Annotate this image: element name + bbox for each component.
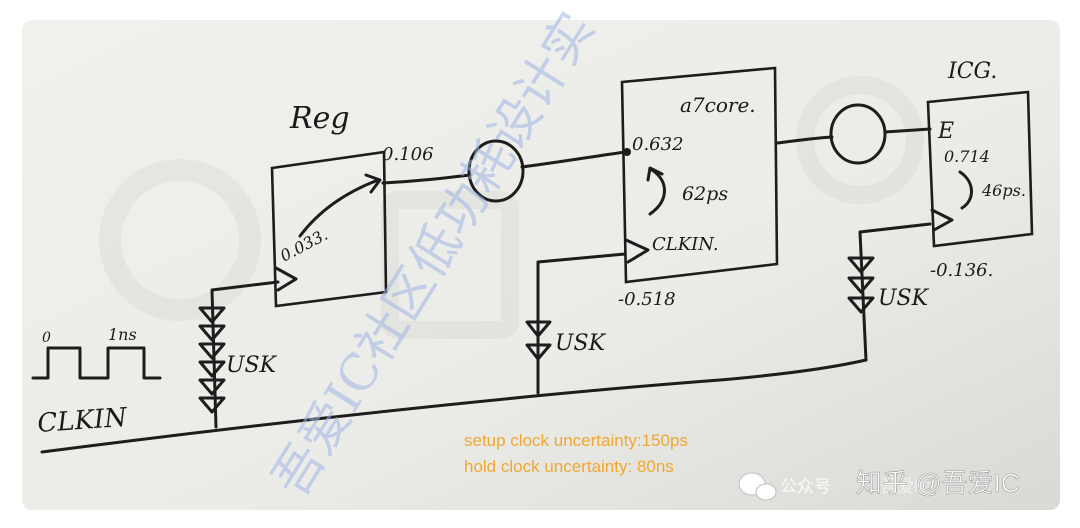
core-clk-pin: CLKIN. <box>652 234 719 255</box>
setup-uncertainty-note: setup clock uncertainty:150ps <box>464 431 688 450</box>
wire-icg-clock <box>858 222 932 362</box>
buffer-circle-1 <box>467 139 525 203</box>
clock-waveform <box>31 346 162 380</box>
waveform-period-label: 1ns <box>108 325 137 344</box>
icg-block <box>926 90 1034 248</box>
buffer-chain-icg <box>847 256 875 314</box>
paper-photo <box>22 20 1060 510</box>
core-arc-delay: 62ps <box>682 183 728 205</box>
icg-title: ICG. <box>947 59 997 84</box>
buffer-chain-reg <box>198 306 226 414</box>
core-input-delay: 0.632 <box>632 134 684 155</box>
reg-output-delay: 0.106 <box>382 144 434 165</box>
account-watermark: 公众号 吾爱IC 知乎 @吾爱IC <box>738 468 1020 501</box>
clock-net-label: CLKIN <box>36 403 129 439</box>
buffer-chain-core <box>525 320 552 361</box>
icg-arc-delay: 46ps. <box>981 181 1026 200</box>
reg-block <box>270 150 388 308</box>
reg-title: Reg <box>289 101 350 136</box>
a7core-block <box>620 66 779 284</box>
wire-buffer-to-core <box>520 150 627 169</box>
core-clock-latency: -0.518 <box>618 289 676 310</box>
icg-input-delay: 0.714 <box>944 147 990 166</box>
hold-uncertainty-note: hold clock uncertainty: 80ns <box>464 457 674 476</box>
wechat-icon <box>738 472 777 501</box>
zhihu-credit: 知乎 @吾爱IC <box>856 468 1020 498</box>
buffer-circle-2 <box>829 103 887 165</box>
wire-icg-buffer-to-icg <box>883 127 932 134</box>
usk-label-reg: USK <box>226 353 278 378</box>
wire-core-clock <box>536 252 627 395</box>
account-prefix: 公众号 <box>780 477 831 496</box>
icg-enable-pin: E <box>937 119 954 144</box>
wire-core-to-icg-buffer <box>776 135 834 145</box>
usk-label-core: USK <box>555 331 607 356</box>
icg-clock-latency: -0.136. <box>930 260 993 281</box>
wire-reg-to-core <box>381 173 472 185</box>
wires <box>40 127 932 454</box>
account-name: 吾爱IC <box>880 477 931 496</box>
waveform-start-label: 0 <box>42 330 51 346</box>
clock-trunk <box>40 358 868 454</box>
usk-label-icg: USK <box>878 286 930 311</box>
core-title: a7core. <box>680 93 756 117</box>
